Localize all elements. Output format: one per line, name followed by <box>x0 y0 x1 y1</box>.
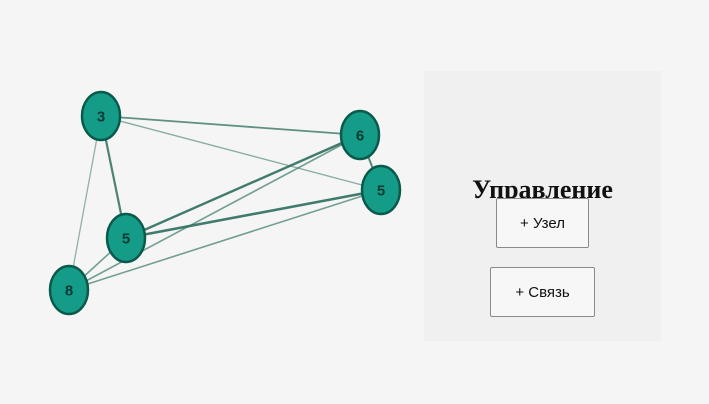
graph-edge-n1-n5[interactable] <box>68 115 102 291</box>
add-edge-button[interactable]: + Связь <box>490 267 595 317</box>
edges-layer <box>68 114 383 291</box>
graph-edge-n1-n3[interactable] <box>100 115 382 191</box>
graph-node-n3[interactable]: 5 <box>360 164 402 216</box>
graph-edge-n4-n3[interactable] <box>124 188 383 240</box>
graph-node-n4[interactable]: 5 <box>105 212 147 264</box>
graph-edge-n5-n3[interactable] <box>68 189 382 291</box>
graph-node-circle[interactable] <box>48 264 90 316</box>
graph-edge-n4-n2[interactable] <box>124 133 362 240</box>
control-panel: Управление + Узел + Связь <box>424 71 661 341</box>
graph-node-n5[interactable]: 8 <box>48 264 90 316</box>
graph-node-circle[interactable] <box>105 212 147 264</box>
graph-edge-n5-n2[interactable] <box>68 134 361 291</box>
graph-node-circle[interactable] <box>360 164 402 216</box>
graph-node-n1[interactable]: 3 <box>80 90 122 142</box>
graph-edge-n1-n2[interactable] <box>100 115 361 136</box>
add-node-button[interactable]: + Узел <box>496 198 589 248</box>
graph-node-circle[interactable] <box>80 90 122 142</box>
graph-node-n2[interactable]: 6 <box>339 109 381 161</box>
graph-node-circle[interactable] <box>339 109 381 161</box>
